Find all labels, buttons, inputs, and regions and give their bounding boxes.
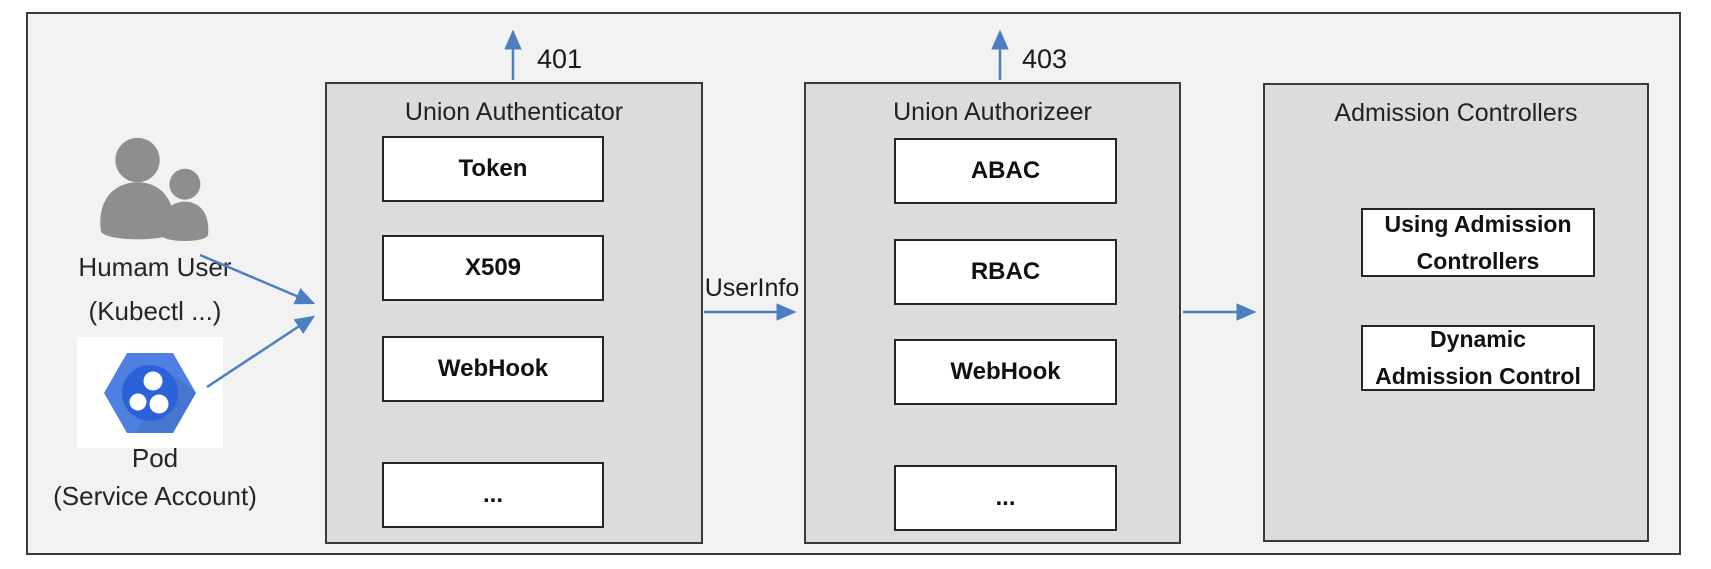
authenticator-item-x509: X509 xyxy=(382,235,604,301)
service-account-label: (Service Account) xyxy=(53,481,257,511)
human-users-icon xyxy=(100,137,209,242)
authenticator-item-webhook: WebHook xyxy=(382,336,604,402)
authorizer-item-more: ... xyxy=(894,465,1117,531)
admission-item-using-admission-controllers: Using Admission Controllers xyxy=(1361,208,1595,277)
authorizer-item-abac: ABAC xyxy=(894,138,1117,204)
authenticator-item-more: ... xyxy=(382,462,604,528)
status-401-label: 401 xyxy=(537,44,583,74)
status-403-label: 403 xyxy=(1022,44,1068,74)
authorizer-item-webhook: WebHook xyxy=(894,339,1117,405)
pod-label: Pod xyxy=(131,443,179,473)
human-user-sublabel: (Kubectl ...) xyxy=(88,296,222,326)
union-authenticator-title: Union Authenticator xyxy=(404,98,624,126)
admission-controllers-title: Admission Controllers xyxy=(1334,99,1578,127)
admission-controllers-panel: Admission Controllers Using Admission Co… xyxy=(1263,83,1649,542)
kubernetes-pod-icon xyxy=(104,352,196,433)
pod-icon-badge xyxy=(77,337,223,448)
authorizer-item-rbac: RBAC xyxy=(894,239,1117,305)
human-user-label: Humam User xyxy=(78,252,232,282)
admission-item-dynamic-admission-control: Dynamic Admission Control xyxy=(1361,325,1595,391)
union-authorizer-panel: Union Authorizeer ABAC RBAC WebHook ... xyxy=(804,82,1181,544)
union-authorizer-title: Union Authorizeer xyxy=(893,98,1092,126)
authenticator-item-token: Token xyxy=(382,136,604,202)
userinfo-label: UserInfo xyxy=(704,274,800,302)
union-authenticator-panel: Union Authenticator Token X509 WebHook .… xyxy=(325,82,703,544)
